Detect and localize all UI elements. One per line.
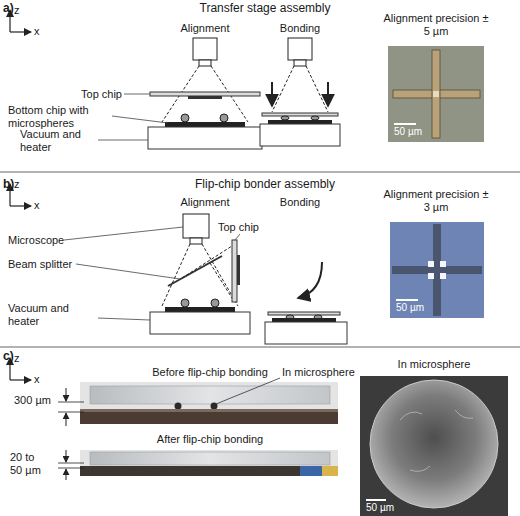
axis-label: z [14, 178, 26, 191]
scale-label: 50 µm [394, 126, 454, 138]
part-label: Microscope [8, 234, 88, 247]
axis-label: z [14, 4, 26, 17]
panel-separator [0, 172, 520, 173]
step-label: Bonding [260, 22, 340, 35]
side-view-photo [58, 450, 338, 480]
panel-band: c)Before flip-chip bondingAfter flip-chi… [0, 348, 520, 516]
callout-label: In microsphere [282, 366, 372, 379]
part-label: Vacuum and heater [8, 302, 88, 327]
part-label: Top chip [218, 221, 278, 234]
step-label: Alignment [165, 22, 245, 35]
scale-label: 50 µm [366, 502, 426, 514]
alignment-micrograph [388, 46, 484, 142]
axis-label: x [34, 25, 46, 38]
photo-title: In microsphere [360, 358, 508, 371]
transfer-stage-alignment [98, 38, 262, 149]
panel-title: Flip-chip bonder assembly [165, 178, 365, 192]
panel-separator [0, 347, 520, 348]
photo-title: After flip-chip bonding [120, 433, 300, 446]
axis-label: x [34, 373, 46, 386]
part-label: Bottom chip with microspheres [8, 104, 114, 129]
photo-title: Before flip-chip bonding [120, 366, 300, 379]
panel-title: Transfer stage assembly [165, 2, 365, 16]
micrograph-frame: 50 µm [390, 222, 484, 318]
micrograph-frame: 50 µm [388, 46, 484, 142]
part-label: Beam splitter [8, 258, 88, 271]
dimension-label: 20 to 50 µm [10, 451, 46, 476]
transfer-stage-bonding [260, 38, 340, 146]
precision-label: Alignment precision ± 5 µm [381, 12, 491, 37]
alignment-micrograph [390, 222, 484, 318]
side-view-photo [58, 378, 338, 426]
sem-frame: In microsphere50 µm [360, 376, 508, 516]
flip-chip-bonding [265, 262, 347, 344]
photo-frame: Before flip-chip bonding [80, 382, 338, 424]
step-label: Alignment [165, 196, 245, 209]
photo-frame: After flip-chip bonding [80, 450, 338, 476]
part-label: Top chip [40, 88, 122, 101]
step-label: Bonding [260, 196, 340, 209]
dimension-label: 300 µm [14, 394, 58, 407]
precision-label: Alignment precision ± 3 µm [381, 188, 491, 213]
part-label: Vacuum and heater [20, 128, 98, 153]
axis-label: x [34, 199, 46, 212]
scale-label: 50 µm [396, 302, 456, 314]
sem-micrograph [360, 376, 508, 516]
axis-label: z [14, 352, 26, 365]
